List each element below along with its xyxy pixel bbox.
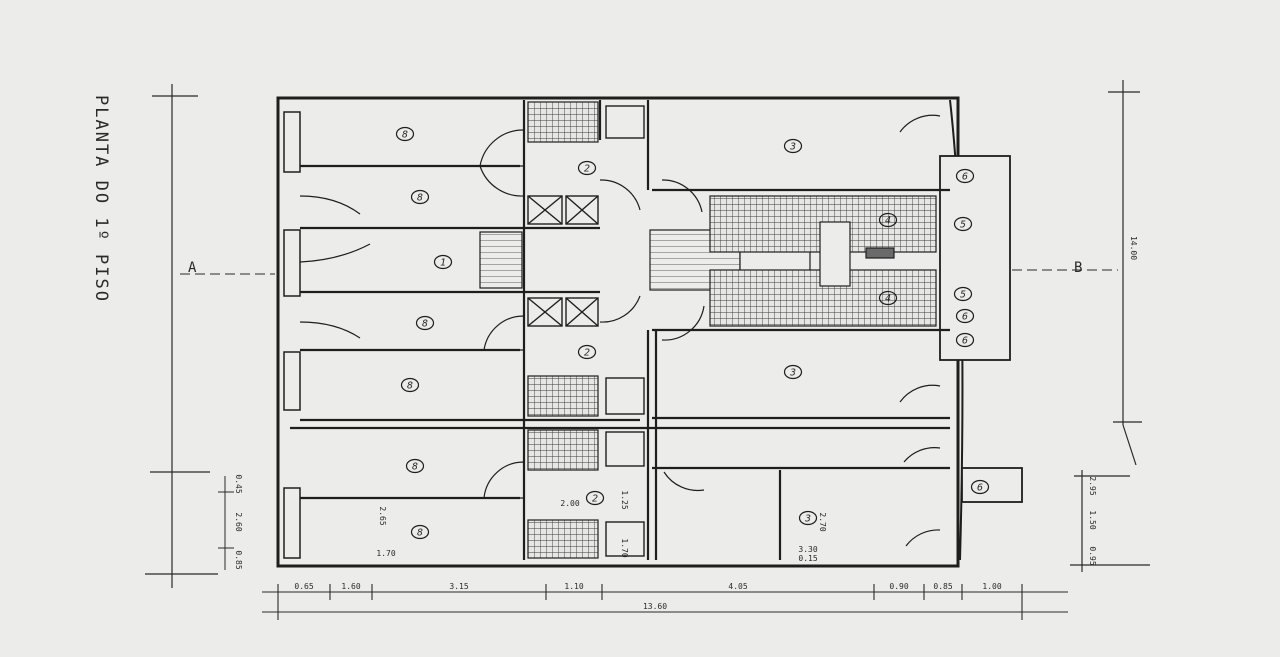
room-number: 8	[412, 462, 418, 473]
dimension-label: 0.90	[889, 582, 908, 591]
room-number: 8	[402, 130, 408, 141]
section-line-ab	[180, 269, 1118, 275]
room-marker-circle	[577, 160, 597, 176]
room-number: 8	[417, 193, 423, 204]
dimension-label: 4.05	[728, 582, 747, 591]
room-number: 6	[962, 336, 968, 347]
room-marker-circle	[433, 254, 453, 270]
right-axis-line	[1070, 80, 1150, 572]
room-marker-circle	[970, 479, 990, 495]
room-number: 2	[584, 348, 590, 359]
room-number: 3	[789, 142, 796, 153]
room-number: 2	[592, 494, 598, 505]
room-marker-circle	[878, 290, 898, 306]
room-marker-circle	[577, 344, 597, 360]
room-number: 8	[422, 319, 428, 330]
dimension-label: 1.25	[620, 490, 629, 509]
room-number: 3	[804, 514, 811, 525]
window-recesses-left	[283, 111, 301, 559]
cupboard-shafts	[527, 105, 645, 557]
room-number: 6	[962, 172, 968, 183]
room-marker-circle	[953, 286, 973, 302]
room-number: 2	[584, 164, 590, 175]
plan-title: PLANTA DO 1º PISO	[91, 95, 111, 303]
staircase-main	[479, 195, 937, 327]
room-number: 8	[417, 528, 423, 539]
room-marker-circle	[783, 138, 803, 154]
door-swings	[299, 114, 941, 547]
dimension-label: 0.15	[798, 554, 817, 563]
room-marker-circle	[400, 377, 420, 393]
dimension-label: 0.45	[234, 474, 243, 493]
room-number: 4	[885, 216, 891, 227]
dimension-label: 2.95	[1088, 476, 1097, 495]
room-number: 6	[962, 312, 968, 323]
room-number: 1	[440, 258, 446, 269]
room-number: 3	[789, 368, 796, 379]
dimension-label: 0.85	[234, 550, 243, 569]
room-marker-circle	[415, 315, 435, 331]
dimension-label: 1.00	[982, 582, 1001, 591]
dimension-label: 2.70	[818, 512, 827, 531]
dimension-label: 1.10	[564, 582, 583, 591]
dimension-label: 1.70	[376, 549, 395, 558]
room-marker-circle	[585, 490, 605, 506]
room-number: 5	[960, 220, 966, 231]
room-marker-circle	[410, 189, 430, 205]
room-number-markers: 1 2 2 2 3 3 3 4 4 5 5 6 6 6 6 8 8 8 8 8 8	[395, 126, 990, 540]
bottom-dimension-lines	[262, 584, 1068, 620]
dimension-label: 2.00	[560, 499, 579, 508]
dimension-label: 1.50	[1088, 510, 1097, 529]
left-axis-line	[145, 84, 218, 588]
room-marker-circle	[878, 212, 898, 228]
dimension-label: 1.70	[620, 538, 629, 557]
dimension-label: 3.30	[798, 545, 817, 554]
room-marker-circle	[955, 168, 975, 184]
room-marker-circle	[783, 364, 803, 380]
dimension-label: 0.95	[1088, 546, 1097, 565]
section-label-b: B	[1074, 260, 1082, 276]
dimension-label: 2.65	[378, 506, 387, 525]
room-marker-circle	[955, 308, 975, 324]
dimension-label: 2.60	[234, 512, 243, 531]
left-dimension-lines	[218, 476, 234, 570]
room-marker-circle	[953, 216, 973, 232]
room-number: 4	[885, 294, 891, 305]
room-marker-circle	[395, 126, 415, 142]
dimension-label: 0.65	[294, 582, 313, 591]
right-bays	[939, 155, 1023, 503]
room-number: 6	[977, 483, 983, 494]
room-number: 8	[407, 381, 413, 392]
room-marker-circle	[955, 332, 975, 348]
dimension-label: 14.00	[1129, 236, 1138, 260]
room-marker-circle	[798, 510, 818, 526]
dimension-label: 0.85	[933, 582, 952, 591]
dimension-labels: 0.65 1.60 3.15 1.10 4.05 0.90 0.85 1.00 13.60 14.…	[234, 236, 1138, 611]
room-marker-circle	[405, 458, 425, 474]
bathroom-tiles	[527, 101, 599, 559]
dimension-label: 13.60	[643, 602, 667, 611]
interior-walls	[290, 100, 950, 560]
dimension-label: 1.60	[341, 582, 360, 591]
room-marker-circle	[410, 524, 430, 540]
room-number: 5	[960, 290, 966, 301]
section-label-a: A	[188, 260, 197, 276]
dimension-label: 3.15	[449, 582, 468, 591]
